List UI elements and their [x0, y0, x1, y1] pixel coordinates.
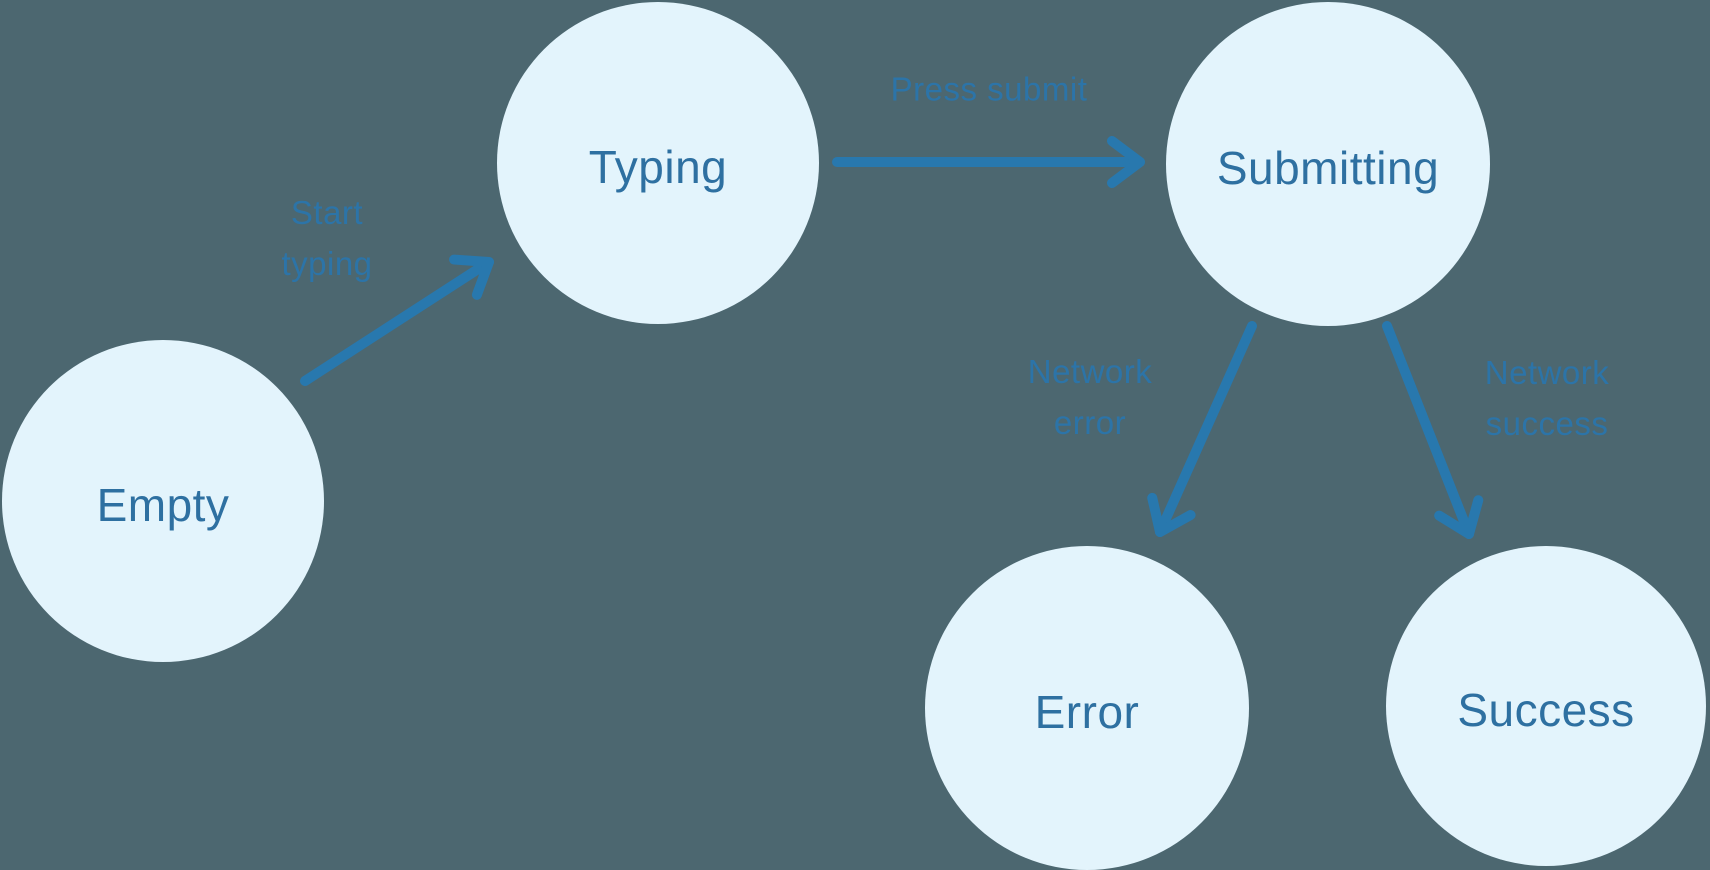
transition-label-line: Network: [1484, 354, 1610, 391]
transition-label-line: Start: [290, 194, 364, 231]
state-label-typing: Typing: [588, 141, 728, 193]
transition-label-line: success: [1485, 405, 1609, 442]
arrow-submitting-to-success-icon: [1382, 321, 1484, 539]
state-label-error: Error: [1034, 686, 1140, 738]
state-label-empty: Empty: [96, 479, 230, 531]
state-node-success: Success: [1386, 546, 1706, 866]
transition-label-line: Network: [1027, 353, 1153, 390]
transition-label-start-typing: Start typing: [281, 187, 372, 289]
arrow-submitting-to-error-icon: [1147, 321, 1257, 537]
transition-label-line: typing: [281, 245, 373, 282]
transition-label-line: Press submit: [890, 70, 1088, 108]
state-label-success: Success: [1457, 684, 1635, 736]
transition-label-network-success: Network success: [1485, 347, 1610, 449]
state-node-submitting: Submitting: [1166, 2, 1490, 326]
state-node-typing: Typing: [497, 2, 819, 324]
state-node-error: Error: [925, 546, 1249, 870]
transition-label-press-submit: Press submit: [891, 64, 1088, 115]
transition-label-network-error: Network error: [1028, 346, 1153, 448]
state-label-submitting: Submitting: [1216, 142, 1440, 194]
transition-label-line: error: [1053, 404, 1127, 441]
state-node-empty: Empty: [2, 340, 324, 662]
